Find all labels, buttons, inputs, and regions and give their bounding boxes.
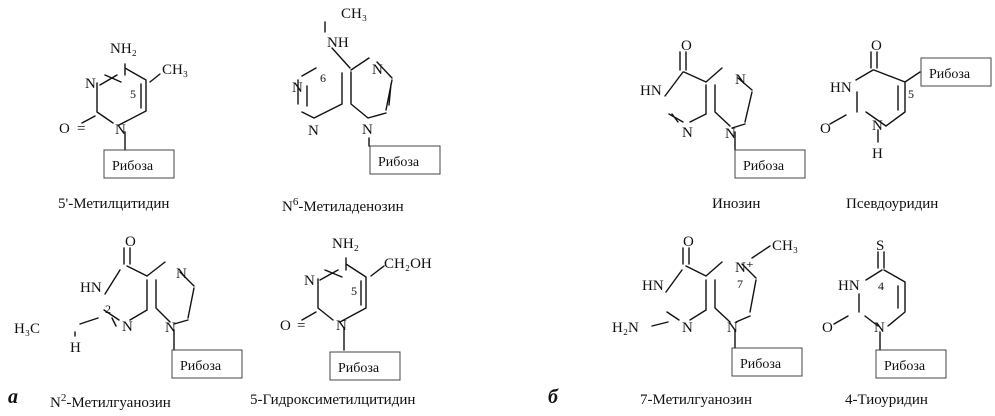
ribose-label: Рибоза [929,67,971,82]
structure-5-hydroxymethylcytidine: NH₂ CH₂OH N 5 O = N Рибоза [280,236,432,381]
caption-rest: -Метиладенозин [298,199,404,215]
structure-inosine: O N HN N N Рибоза [640,38,806,179]
position-4-label: 4 [878,279,884,293]
n1-atom: N [874,320,885,336]
ribose-box [329,351,401,381]
structure-4-thiouridine: S HN 4 O N Рибоза [822,238,947,379]
oxygen-atom: O [871,38,882,54]
ribose-label: Рибоза [338,361,380,376]
n7-atom: N [176,266,187,282]
hn-group: HN [80,280,102,296]
bond-eq-1: = [77,121,85,137]
caption-prefix: N [50,395,61,411]
ribose-label: Рибоза [740,357,782,372]
ribose-label: Рибоза [884,359,926,374]
panel-label-b: б [548,386,558,408]
caption-n6-methyladenosine: N6-Метиладенозин [282,196,404,216]
oxygen-atom: O [681,38,692,54]
ribose-box [103,149,175,179]
n3-atom: N [304,273,315,289]
caption-sup: 6 [292,196,299,208]
n1-atom: N [872,118,883,134]
panel-label-a: а [8,386,18,408]
caption-5-methylcytidine: 5'-Метилцитидин [58,196,170,212]
ch3-group: CH₃ [162,62,188,78]
ribose-box [920,57,992,87]
caption-rest: -Метилгуанозин [66,395,171,411]
n1-atom: N [292,80,303,96]
caption-inosine: Инозин [712,196,761,212]
position-5-label: 5 [908,87,914,101]
structure-5-methylcytidine: NH₂ CH₃ N 5 O = N Рибоза [59,41,188,179]
sulfur-atom: S [876,238,884,254]
n1-atom: N [115,122,126,138]
n3-atom: N [85,76,96,92]
ch3-group: CH₃ [772,238,798,254]
ch2oh-group: CH₂OH [384,256,432,272]
structure-pseudouridine: O HN 5 O N H Рибоза [820,38,992,162]
ribose-label: Рибоза [378,155,420,170]
h-atom: H [70,340,81,356]
nh2-group: NH₂ [110,41,137,57]
caption-prefix: N [282,199,293,215]
position-2-label: 2 [105,302,111,316]
n3-atom: N [682,125,693,141]
ribose-box [731,347,803,377]
n9-atom: N [727,320,738,336]
oxygen-atom: O [280,318,291,334]
caption-pseudouridine: Псевдоуридин [846,196,939,212]
oxygen-atom-2: O [820,121,831,137]
position-5-label: 5 [130,87,136,101]
caption-5-hydroxymethylcytidine: 5-Гидроксиметилцитидин [250,392,416,408]
n9-atom: N [362,122,373,138]
oxygen-atom: O [125,234,136,250]
h-atom: H [872,146,883,162]
n7-atom: N [735,72,746,88]
n3-atom: N [682,320,693,336]
n1-atom: N [336,318,347,334]
position-6-label: 6 [320,71,326,85]
oxygen-atom: O [822,320,833,336]
position-5-label: 5 [351,284,357,298]
h3c-group: H₃C [14,321,40,337]
oxygen-atom: O [59,121,70,137]
oxygen-atom: O [683,234,694,250]
nh2-group: NH₂ [332,236,359,252]
ribose-label: Рибоза [112,159,154,174]
caption-n2-methylguanosine: N2-Метилгуанозин [50,392,171,412]
n3-atom: N [308,123,319,139]
h2n-group: H₂N [612,320,639,336]
hn-group: HN [642,278,664,294]
structure-n2-methylguanosine: O N HN 2 H₃C N N H Рибоза [14,234,243,379]
ribose-box [369,145,441,175]
ribose-label: Рибоза [743,159,785,174]
caption-sup: 2 [60,392,67,404]
n9-atom: N [725,126,736,142]
ribose-box [734,149,806,179]
nh-group: NH [327,35,349,51]
hn-group: HN [838,278,860,294]
position-7-label: 7 [737,277,743,291]
structure-7-methylguanosine: O CH₃ N⁺ 7 HN H₂N N N Рибоза [612,234,803,377]
caption-7-methylguanosine: 7-Метилгуанозин [640,392,752,408]
n7-plus-atom: N⁺ [735,260,754,276]
ch3-group: CH₃ [341,6,367,22]
hn-group: HN [640,83,662,99]
n3-atom: N [122,319,133,335]
hn-group: HN [830,80,852,96]
ribose-box [875,349,947,379]
n9-atom: N [165,320,176,336]
ribose-box [171,349,243,379]
structure-n6-methyladenosine: CH₃ NH 6 N N N N Рибоза [292,6,441,175]
bond-eq-2: = [297,318,305,334]
caption-4-thiouridine: 4-Тиоуридин [845,392,928,408]
n7-atom: N [372,62,383,78]
ribose-label: Рибоза [180,359,222,374]
